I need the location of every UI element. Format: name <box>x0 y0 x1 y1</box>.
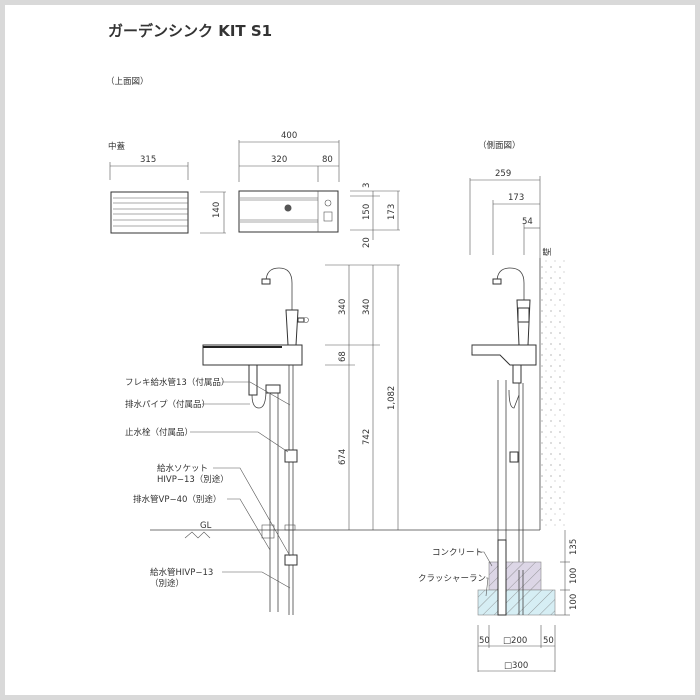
svg-text:給水管HIVP−13: 給水管HIVP−13 <box>150 567 213 578</box>
svg-text:140: 140 <box>212 202 222 218</box>
svg-text:259: 259 <box>495 169 511 179</box>
svg-text:320: 320 <box>271 155 287 165</box>
svg-text:68: 68 <box>338 351 348 362</box>
svg-text:クラッシャーラン: クラッシャーラン <box>418 574 486 584</box>
svg-text:コンクリート: コンクリート <box>432 548 483 558</box>
svg-text:フレキ給水管13（付属品）: フレキ給水管13（付属品） <box>125 377 229 388</box>
foundation <box>477 539 556 616</box>
svg-text:173: 173 <box>387 204 397 220</box>
svg-text:□200: □200 <box>503 636 527 646</box>
lid-label: 中蓋 <box>108 141 126 152</box>
top-view-label: （上面図） <box>106 76 149 87</box>
svg-text:150: 150 <box>362 204 372 220</box>
wall <box>540 258 568 530</box>
svg-text:給水ソケット: 給水ソケット <box>157 463 208 474</box>
svg-text:排水パイプ（付属品）: 排水パイプ（付属品） <box>125 399 210 410</box>
svg-text:50: 50 <box>479 636 490 646</box>
side-view-dims-top: 259 173 54 <box>469 169 541 258</box>
ground-level-label: GL <box>200 521 212 531</box>
page-title: ガーデンシンク KIT S1 <box>108 22 272 40</box>
svg-text:50: 50 <box>543 636 554 646</box>
front-view-sink <box>202 267 309 615</box>
svg-text:（別途）: （別途） <box>150 578 184 589</box>
svg-text:止水栓（付属品）: 止水栓（付属品） <box>125 427 193 438</box>
svg-text:674: 674 <box>338 449 348 465</box>
front-view-callouts: フレキ給水管13（付属品） 排水パイプ（付属品） 止水栓（付属品） 給水ソケット… <box>125 377 291 589</box>
svg-text:20: 20 <box>362 237 372 248</box>
svg-text:1,082: 1,082 <box>387 386 397 410</box>
lid-top-view <box>110 191 189 234</box>
sink-width-dims: 400 320 80 <box>238 131 340 182</box>
lid-width-dim: 315 <box>109 155 189 180</box>
svg-text:HIVP−13（別途）: HIVP−13（別途） <box>157 474 229 485</box>
foundation-dims: 135 100 100 50 □200 50 □300 <box>477 530 579 672</box>
svg-text:54: 54 <box>522 217 533 227</box>
svg-text:742: 742 <box>362 429 372 445</box>
svg-text:100: 100 <box>569 594 579 610</box>
svg-text:315: 315 <box>140 155 156 165</box>
sink-depth-dims: 3 150 173 20 <box>350 183 400 248</box>
svg-text:排水管VP−40（別途）: 排水管VP−40（別途） <box>133 494 221 505</box>
svg-text:□300: □300 <box>504 661 528 671</box>
svg-text:135: 135 <box>569 539 579 555</box>
svg-text:80: 80 <box>322 155 333 165</box>
svg-text:100: 100 <box>569 568 579 584</box>
front-view-dims: 340 340 68 674 742 1,082 <box>325 264 400 530</box>
svg-text:340: 340 <box>338 299 348 315</box>
side-view-label: （側面図） <box>478 140 521 151</box>
svg-text:340: 340 <box>362 299 372 315</box>
foundation-callouts: コンクリート クラッシャーラン <box>418 548 493 597</box>
sink-top-view <box>238 190 339 233</box>
svg-text:173: 173 <box>508 193 524 203</box>
svg-text:3: 3 <box>362 183 372 188</box>
lid-depth-dim: 140 <box>200 191 226 234</box>
wall-label: 壁 <box>542 247 553 256</box>
svg-text:400: 400 <box>281 131 297 141</box>
